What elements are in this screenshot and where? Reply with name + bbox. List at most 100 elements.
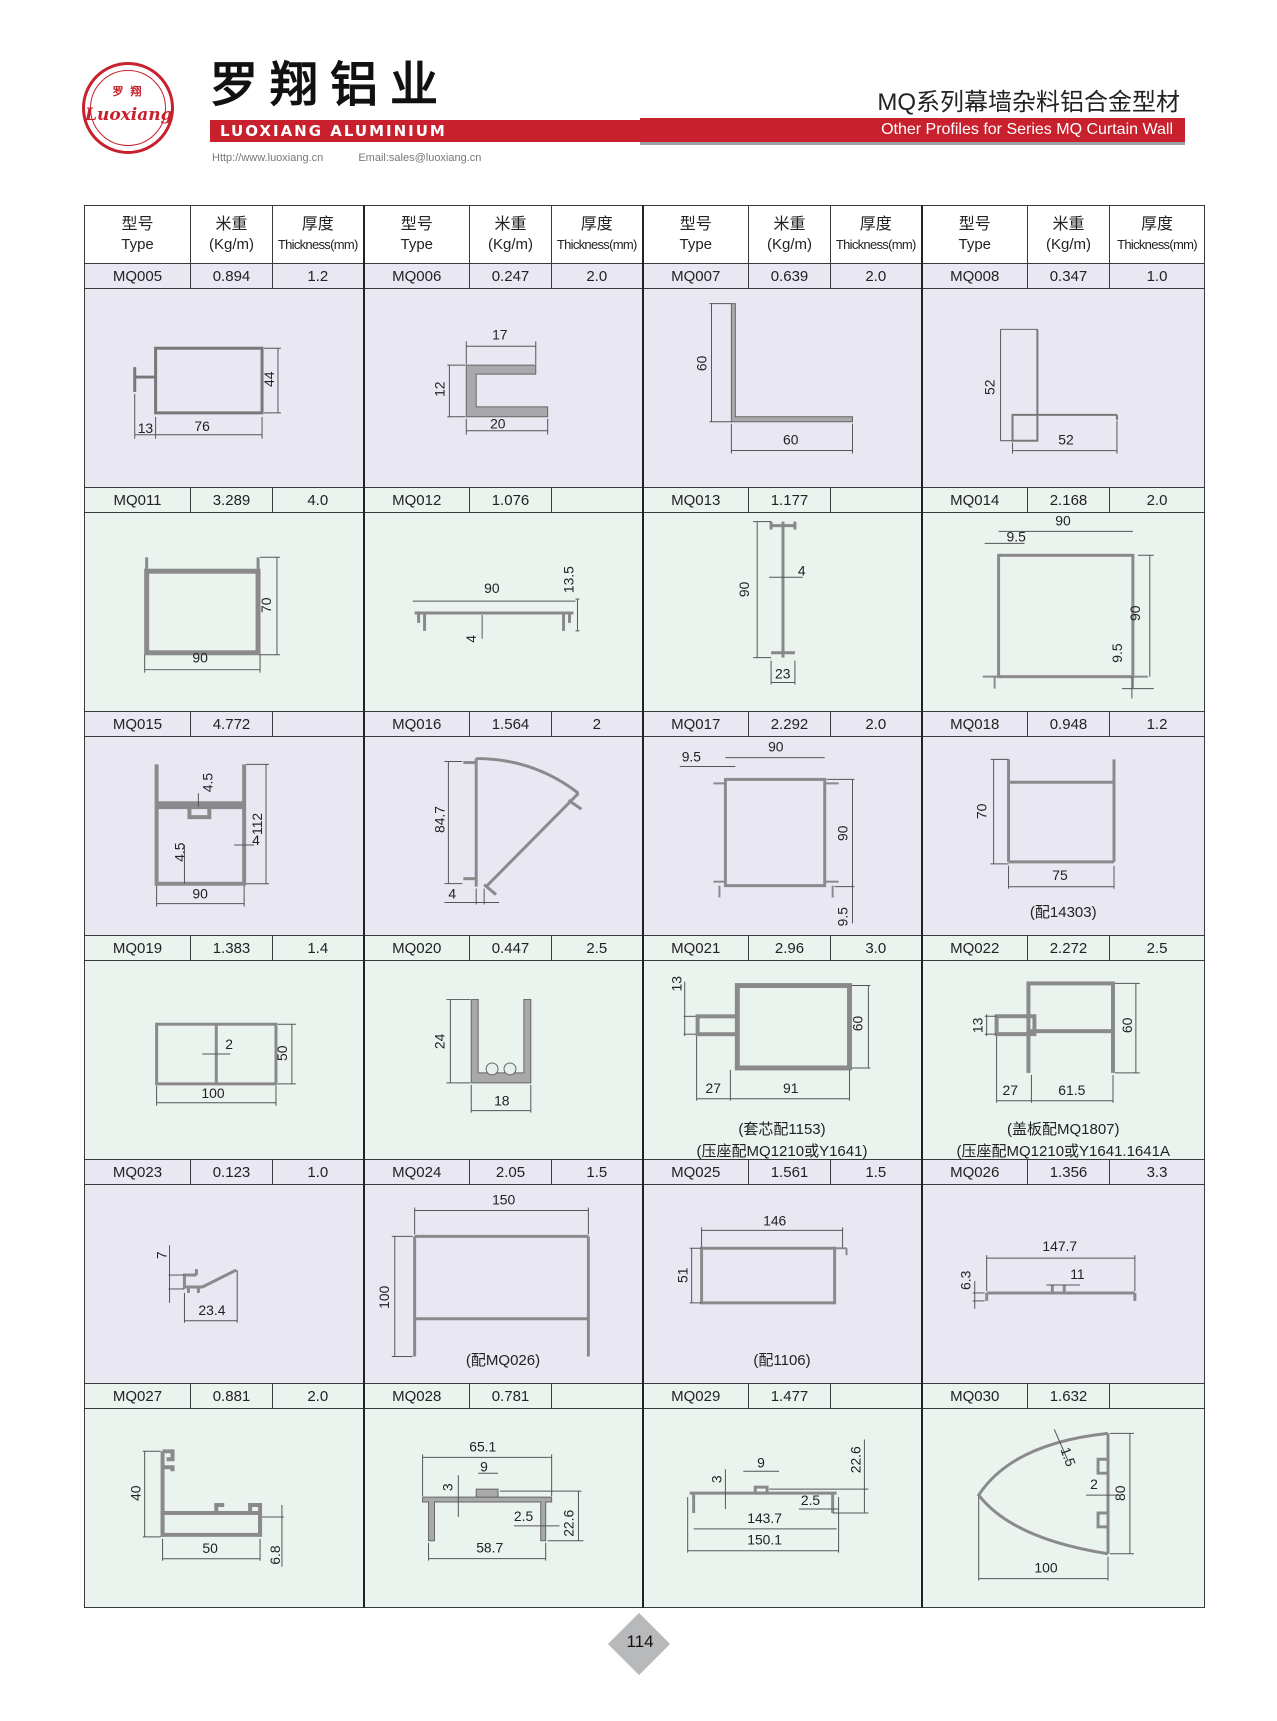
type-cell: MQ016	[362, 711, 470, 737]
svg-text:1.5: 1.5	[1057, 1445, 1079, 1469]
profile-note: (盖板配MQ1807)	[1006, 1121, 1120, 1138]
svg-text:146: 146	[763, 1212, 786, 1228]
type-cell: MQ014	[920, 487, 1028, 513]
thickness-cell	[272, 711, 364, 737]
svg-text:12: 12	[431, 381, 447, 397]
svg-text:4: 4	[448, 886, 456, 902]
profile-drawing-mq006: 17 20 12	[362, 288, 643, 488]
type-cell: MQ019	[84, 935, 191, 961]
thickness-cell	[1109, 1383, 1205, 1409]
type-cell: MQ018	[920, 711, 1028, 737]
weight-cell: 1.356	[1027, 1159, 1110, 1185]
website-link[interactable]: Http://www.luoxiang.cn	[212, 152, 324, 164]
profile-note-2: (压座配MQ1210或Y1641.1641A	[956, 1143, 1170, 1160]
weight-cell: 2.272	[1027, 935, 1110, 961]
svg-text:22.6: 22.6	[560, 1510, 576, 1537]
logo-en-text: Luoxiang	[85, 105, 173, 125]
thickness-cell: 1.0	[1109, 263, 1205, 289]
weight-cell: 0.894	[190, 263, 273, 289]
svg-text:3: 3	[439, 1483, 455, 1491]
svg-text:150.1: 150.1	[747, 1532, 782, 1548]
email-link[interactable]: Email:sales@luoxiang.cn	[358, 152, 482, 164]
weight-cell: 2.168	[1027, 487, 1110, 513]
profile-note: (配1106)	[753, 1352, 811, 1369]
thickness-cell: 2.0	[1109, 487, 1205, 513]
thickness-cell: 1.4	[272, 935, 364, 961]
svg-text:22.6: 22.6	[847, 1446, 863, 1473]
svg-text:90: 90	[834, 825, 850, 841]
svg-text:50: 50	[274, 1045, 290, 1061]
type-cell: MQ030	[920, 1383, 1028, 1409]
dim-label: 76	[194, 418, 210, 434]
svg-text:112: 112	[249, 813, 265, 835]
svg-text:40: 40	[128, 1485, 144, 1501]
svg-text:52: 52	[981, 379, 997, 395]
title-banner: Other Profiles for Series MQ Curtain Wal…	[640, 118, 1185, 142]
thickness-cell: 1.2	[1109, 711, 1205, 737]
weight-cell: 0.781	[469, 1383, 552, 1409]
svg-text:70: 70	[973, 803, 989, 819]
svg-text:6.8: 6.8	[267, 1545, 283, 1565]
svg-text:9.5: 9.5	[1006, 528, 1026, 544]
svg-text:2: 2	[1090, 1476, 1098, 1492]
svg-text:9.5: 9.5	[834, 907, 850, 927]
thickness-cell: 3.3	[1109, 1159, 1205, 1185]
svg-text:23: 23	[775, 666, 791, 682]
thickness-cell: 2.5	[551, 935, 643, 961]
dim-label: 13	[138, 420, 154, 436]
weight-cell: 3.289	[190, 487, 273, 513]
type-cell: MQ013	[641, 487, 749, 513]
svg-text:24: 24	[431, 1033, 447, 1049]
svg-text:50: 50	[202, 1540, 218, 1556]
svg-text:2.5: 2.5	[800, 1492, 820, 1508]
svg-text:17: 17	[492, 326, 508, 342]
svg-text:9: 9	[480, 1458, 488, 1474]
type-cell: MQ011	[84, 487, 191, 513]
type-cell: MQ021	[641, 935, 749, 961]
thickness-cell: 2.0	[551, 263, 643, 289]
svg-text:4: 4	[463, 635, 479, 643]
weight-cell: 1.076	[469, 487, 552, 513]
svg-text:20: 20	[490, 416, 506, 432]
thickness-cell: 2.0	[830, 263, 922, 289]
svg-text:9: 9	[757, 1454, 765, 1470]
thickness-cell	[551, 487, 643, 513]
weight-cell: 1.632	[1027, 1383, 1110, 1409]
type-cell: MQ006	[362, 263, 470, 289]
weight-cell: 2.292	[748, 711, 831, 737]
svg-text:4: 4	[797, 562, 805, 578]
svg-text:147.7: 147.7	[1042, 1238, 1077, 1254]
svg-text:13: 13	[969, 1017, 985, 1033]
contact-info: Http://www.luoxiang.cn Email:sales@luoxi…	[212, 152, 513, 164]
profile-note: (配14303)	[1029, 904, 1097, 921]
svg-text:52: 52	[1058, 432, 1074, 448]
svg-text:90: 90	[1055, 513, 1071, 528]
type-cell: MQ012	[362, 487, 470, 513]
svg-text:13: 13	[668, 976, 684, 992]
type-cell: MQ005	[84, 263, 191, 289]
svg-text:27: 27	[1002, 1082, 1018, 1098]
svg-text:100: 100	[201, 1085, 224, 1101]
company-logo: 罗 翔 Luoxiang	[82, 62, 174, 154]
profile-note: (套芯配1153)	[738, 1121, 826, 1138]
svg-text:90: 90	[192, 886, 208, 902]
thickness-cell: 2.5	[1109, 935, 1205, 961]
